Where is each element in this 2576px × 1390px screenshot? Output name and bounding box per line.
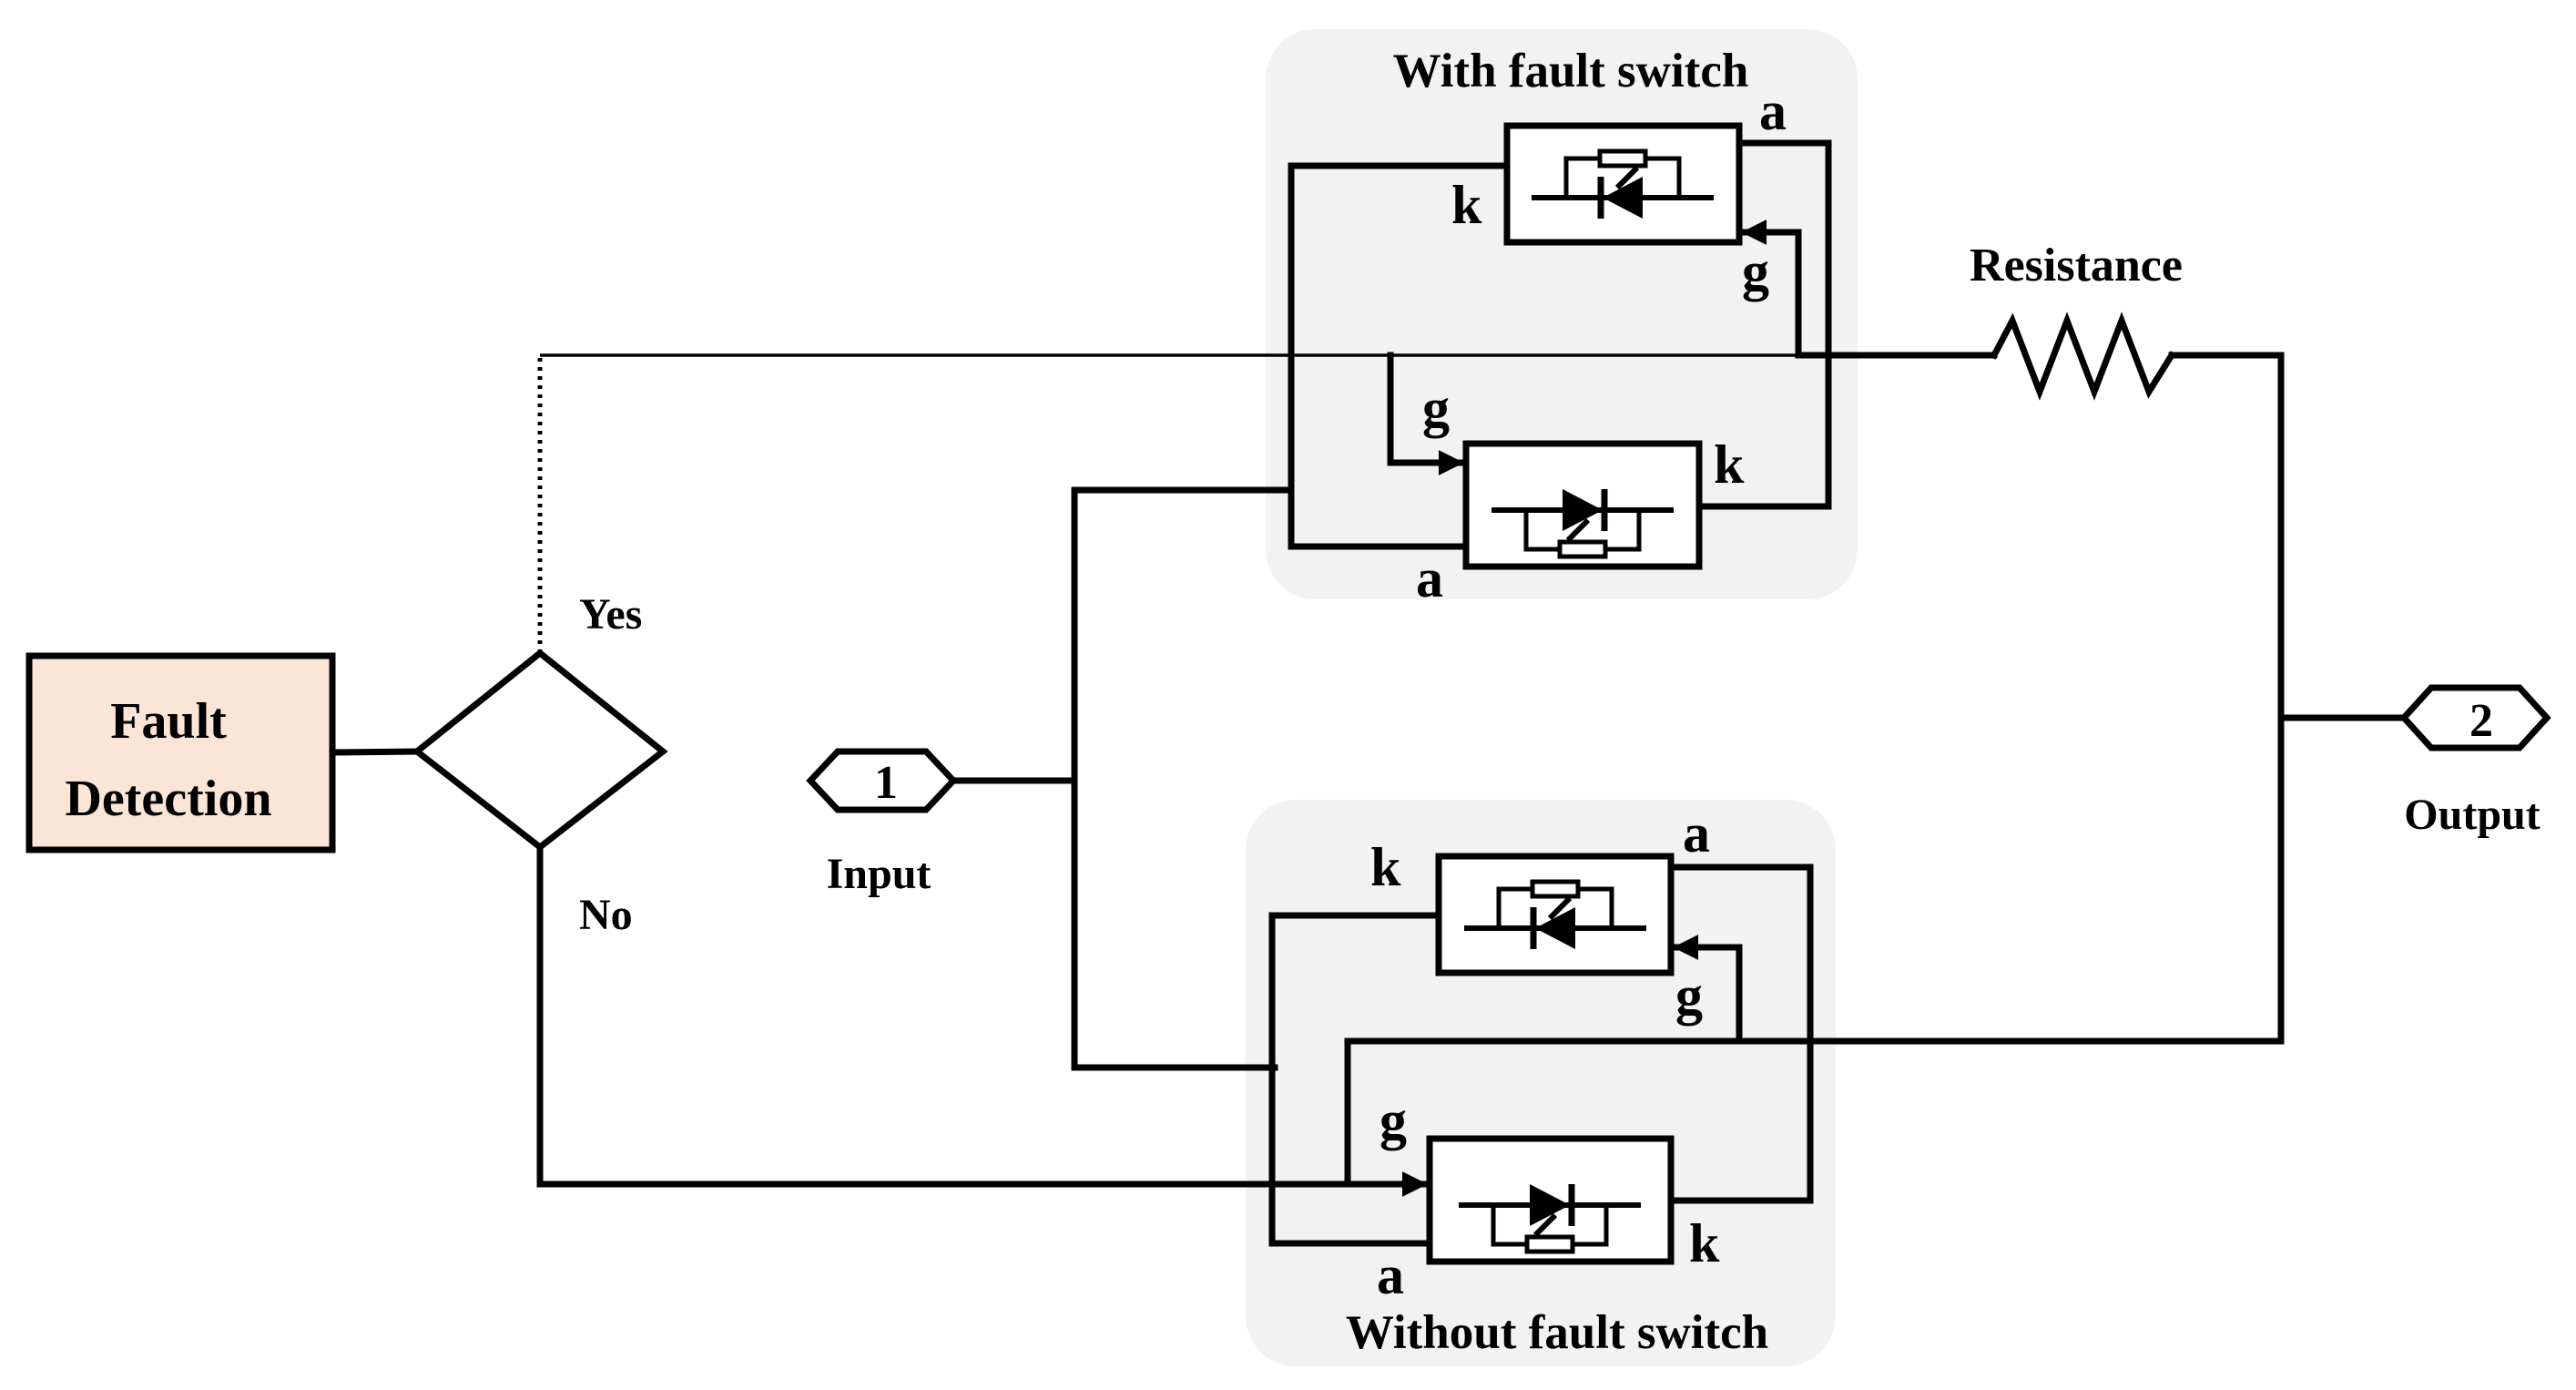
resistor-label: Resistance bbox=[1970, 240, 2183, 291]
upper-top-anode-label: a bbox=[1759, 81, 1787, 141]
resistor-symbol bbox=[1990, 312, 2176, 401]
fault-detection-block bbox=[25, 652, 336, 853]
lower-top-cathode-wire bbox=[1268, 912, 1442, 1247]
lower-top-gate-label: g bbox=[1675, 966, 1703, 1026]
with-fault-switch-title: With fault switch bbox=[1393, 45, 1749, 97]
upper-top-gate-wire bbox=[1740, 220, 1802, 359]
upper-top-gate-label: g bbox=[1742, 241, 1769, 302]
fault-detection-label-line2: Detection bbox=[65, 771, 271, 827]
upper-bottom-gate-wire bbox=[1387, 352, 1465, 475]
fault-detection-label-line1: Fault bbox=[110, 693, 227, 750]
input-port-number: 1 bbox=[874, 757, 898, 809]
decision-yes-label: Yes bbox=[579, 590, 642, 639]
lower-top-cathode-label: k bbox=[1370, 837, 1401, 897]
lower-output-return-wire bbox=[1344, 1037, 2285, 1188]
input-bus bbox=[1071, 486, 1295, 1071]
upper-bottom-cathode-label: k bbox=[1714, 434, 1745, 495]
without-fault-switch-title: Without fault switch bbox=[1346, 1306, 1768, 1359]
output-port-number: 2 bbox=[2469, 695, 2493, 747]
upper-top-anode-wire bbox=[1695, 139, 1832, 510]
lower-top-gate-wire bbox=[1672, 935, 1743, 1045]
no-gate-signal-line bbox=[536, 843, 1429, 1197]
lower-bottom-cathode-label: k bbox=[1689, 1213, 1720, 1273]
upper-bottom-anode-label: a bbox=[1416, 548, 1443, 608]
lower-bottom-gate-label: g bbox=[1380, 1090, 1407, 1150]
input-port-label: Input bbox=[827, 850, 932, 898]
upper-top-cathode-wire bbox=[1288, 162, 1511, 550]
decision-no-label: No bbox=[579, 891, 633, 939]
lower-top-anode-label: a bbox=[1683, 803, 1710, 864]
upper-top-cathode-label: k bbox=[1451, 175, 1482, 235]
lower-top-anode-wire bbox=[1667, 864, 1814, 1204]
resistor-to-output-wire bbox=[2168, 352, 2285, 1045]
upper-bottom-gate-label: g bbox=[1422, 378, 1450, 438]
decision-diamond bbox=[412, 649, 668, 852]
lower-bottom-anode-label: a bbox=[1377, 1245, 1404, 1305]
output-port bbox=[2399, 684, 2551, 751]
output-port-label: Output bbox=[2404, 791, 2540, 839]
detection-to-decision-wire bbox=[329, 748, 421, 756]
